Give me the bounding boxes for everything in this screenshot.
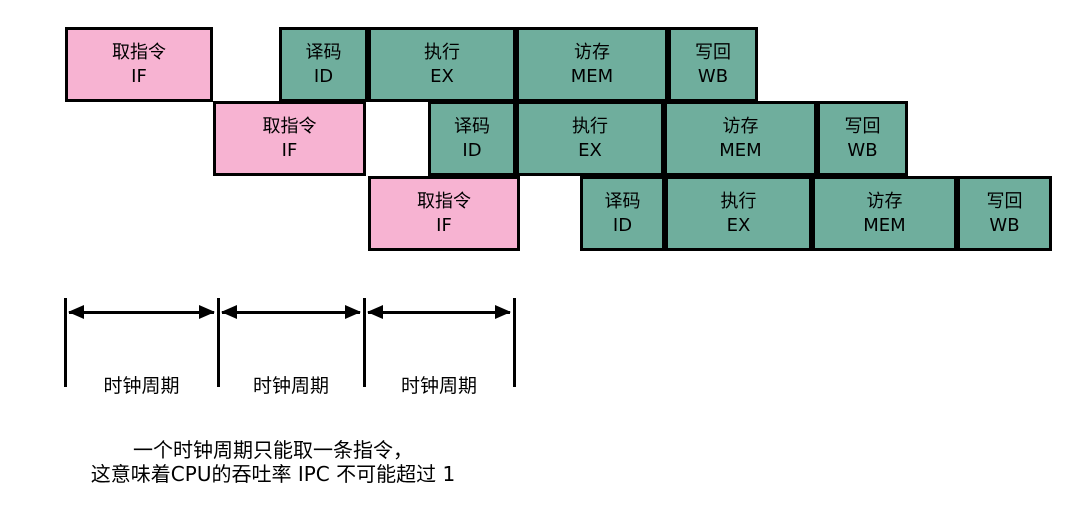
stage-label-en: ID: [313, 65, 334, 87]
arrowhead-left-icon: [367, 305, 383, 319]
stage-label-en: IF: [131, 65, 147, 87]
stage-label-en: ID: [462, 139, 482, 161]
stage-label-zh: 访存: [574, 41, 610, 63]
stage-label-en: WB: [697, 65, 729, 87]
arrowhead-right-icon: [495, 305, 511, 319]
clock-tick-1: [64, 298, 67, 387]
clock-cycle-label: 时钟周期: [252, 375, 330, 397]
stage-label-zh: 执行: [720, 190, 757, 212]
stage-label-en: EX: [726, 214, 751, 236]
stage-label-zh: 访存: [722, 115, 759, 137]
stage-label-zh: 写回: [986, 190, 1023, 212]
clock-tick-4: [513, 298, 516, 387]
arrowhead-right-icon: [345, 305, 361, 319]
stage-label-en: WB: [989, 214, 1020, 236]
stage-label-en: MEM: [863, 214, 906, 236]
stage-label-en: MEM: [719, 139, 762, 161]
stage-label-zh: 写回: [844, 115, 881, 137]
stage-label-zh: 执行: [424, 41, 460, 63]
stage-label-en: EX: [578, 139, 602, 161]
stage-label-zh: 取指令: [417, 190, 471, 212]
stage-label-zh: 译码: [454, 115, 490, 137]
stage-label-en: ID: [612, 214, 633, 236]
cycle-arrow-line: [368, 311, 510, 314]
arrowhead-left-icon: [221, 305, 237, 319]
caption-line-2: 这意味着CPU的吞吐率 IPC 不可能超过 1: [90, 462, 456, 486]
stage-label-en: IF: [436, 214, 452, 236]
stage-label-zh: 取指令: [112, 41, 166, 63]
caption: 一个时钟周期只能取一条指令， 这意味着CPU的吞吐率 IPC 不可能超过 1: [0, 438, 546, 486]
stage-label-zh: 取指令: [262, 115, 317, 137]
caption-line-1: 一个时钟周期只能取一条指令，: [133, 438, 413, 462]
stage-label-en: MEM: [570, 65, 614, 87]
stage-label-zh: 译码: [604, 190, 641, 212]
stage-label-en: IF: [281, 139, 298, 161]
arrowhead-right-icon: [199, 305, 215, 319]
stage-label-zh: 执行: [572, 115, 608, 137]
clock-cycle-label: 时钟周期: [103, 375, 180, 397]
clock-cycle-label: 时钟周期: [400, 375, 478, 397]
stage-label-en: EX: [430, 65, 454, 87]
cycle-arrow-line: [222, 311, 360, 314]
clock-tick-3: [363, 298, 366, 387]
clock-tick-2: [217, 298, 220, 387]
stage-label-zh: 写回: [695, 41, 731, 63]
cycle-arrow-line: [69, 311, 214, 314]
stage-label-zh: 译码: [305, 41, 342, 63]
stage-label-en: WB: [847, 139, 878, 161]
arrowhead-left-icon: [68, 305, 84, 319]
stage-label-zh: 访存: [866, 190, 903, 212]
